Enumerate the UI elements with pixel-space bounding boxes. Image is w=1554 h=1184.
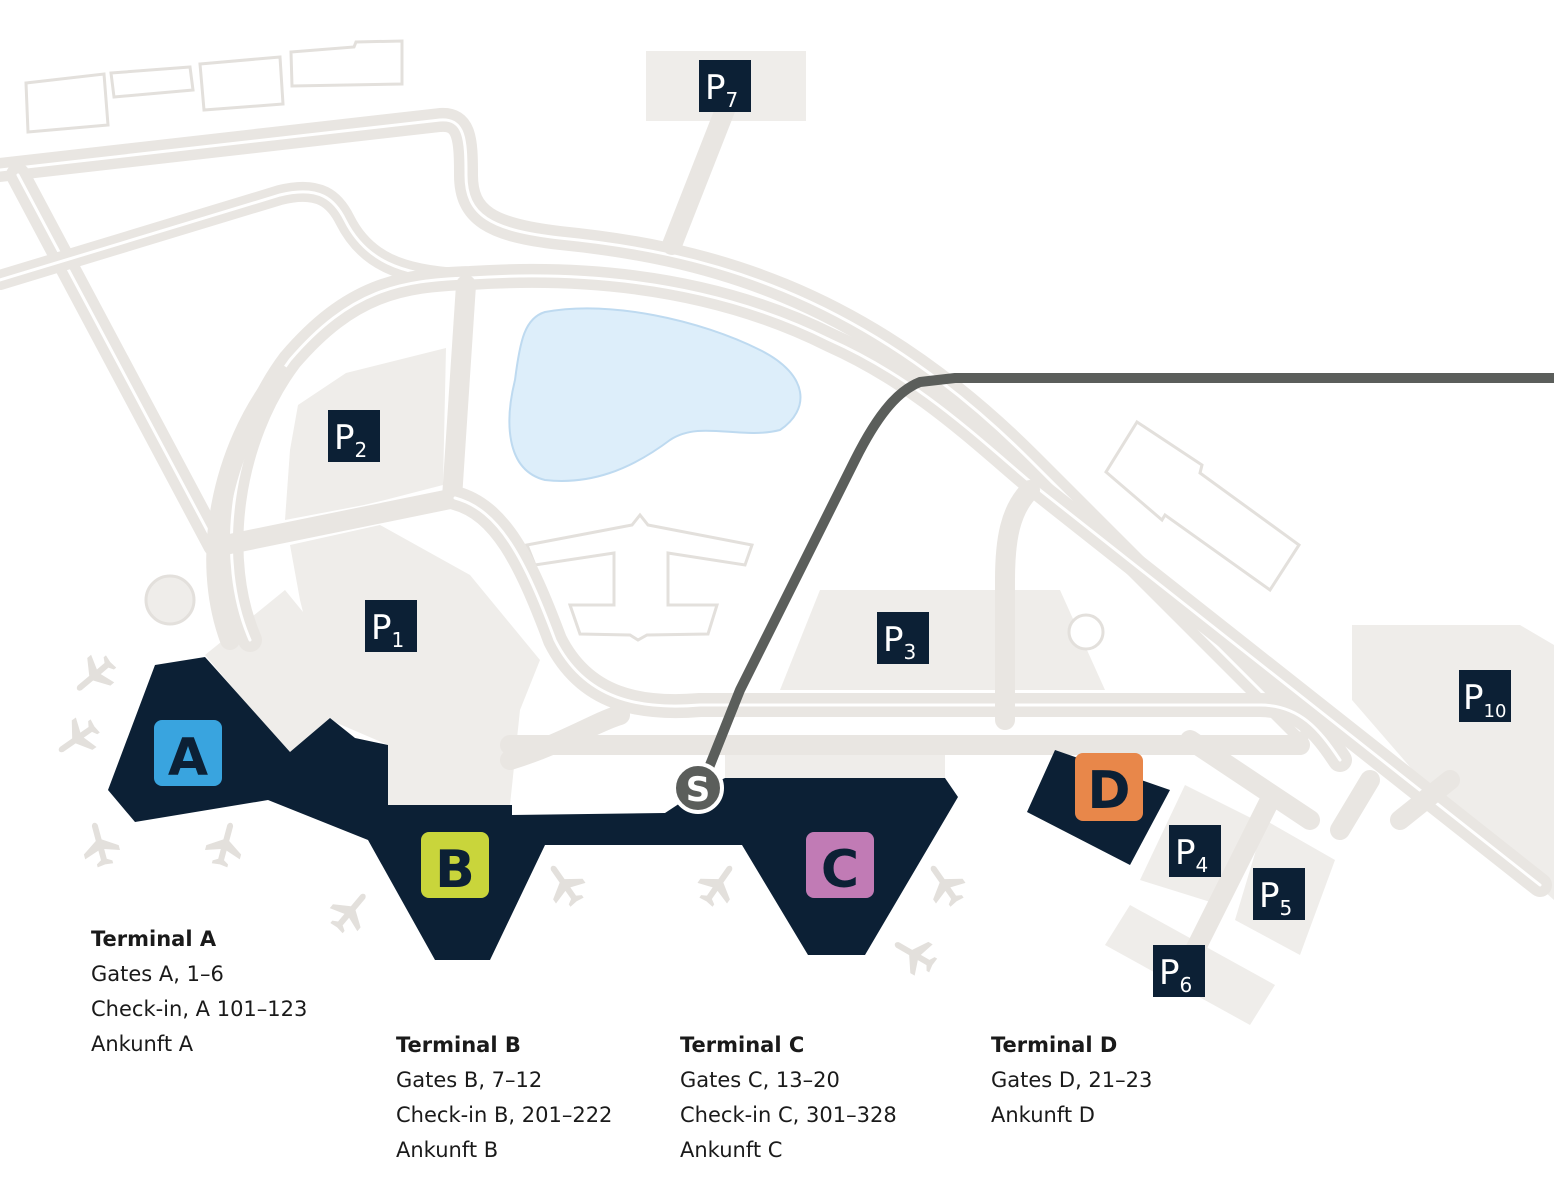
- svg-text:P4: P4: [1175, 833, 1208, 877]
- terminal-gates: Gates D, 21–23: [991, 1068, 1153, 1092]
- airplane-icon: [58, 717, 100, 753]
- parking-p5[interactable]: P5: [1253, 868, 1305, 920]
- parking-letter: P: [883, 620, 904, 660]
- parking-letter: P: [371, 608, 392, 648]
- s-bahn-line: [695, 373, 1554, 795]
- airplane-icon: [930, 865, 966, 907]
- parking-number: 2: [355, 438, 368, 462]
- airplane-icon: [205, 822, 242, 868]
- parking-sign: [877, 612, 929, 664]
- parking-sign: [328, 410, 380, 462]
- parking-sign: [365, 600, 417, 652]
- parking-number: 1: [392, 628, 405, 652]
- terminal-badge-a[interactable]: A: [154, 720, 222, 788]
- parking-letter: P: [334, 418, 355, 458]
- svg-text:P6: P6: [1159, 953, 1192, 997]
- terminal-gates: Gates B, 7–12: [396, 1068, 543, 1092]
- parking-number: 10: [1484, 701, 1507, 722]
- svg-text:P5: P5: [1259, 876, 1292, 920]
- buildings-east: [1104, 419, 1302, 593]
- terminal-gates: Gates A, 1–6: [91, 962, 224, 986]
- terminal-c-info: Terminal C Gates C, 13–20 Check-in C, 30…: [680, 1028, 897, 1168]
- terminal-checkin: Check-in C, 301–328: [680, 1103, 897, 1127]
- parking-sign: [1459, 670, 1511, 722]
- parking-number: 3: [904, 640, 917, 664]
- badge-bg: [806, 832, 874, 898]
- airplane-icon: [83, 822, 120, 868]
- s-bahn-station[interactable]: S: [672, 762, 724, 814]
- terminal-a-info: Terminal A Gates A, 1–6 Check-in, A 101–…: [91, 922, 307, 1062]
- airplane-icon: [894, 941, 938, 976]
- lake: [508, 307, 802, 482]
- terminal-checkin: Check-in, A 101–123: [91, 997, 308, 1021]
- terminal-arrival: Ankunft A: [91, 1032, 194, 1056]
- parking-p2[interactable]: P2: [328, 410, 380, 462]
- svg-text:P2: P2: [334, 418, 367, 462]
- map-areas: [144, 51, 1554, 1025]
- terminal-arrival: Ankunft D: [991, 1103, 1095, 1127]
- parking-letter: P: [1159, 953, 1180, 993]
- terminal-letter-b: B: [435, 840, 475, 900]
- parking-p4[interactable]: P4: [1169, 825, 1221, 877]
- parking-p1[interactable]: P1: [365, 600, 417, 652]
- terminal-arrival: Ankunft B: [396, 1138, 499, 1162]
- parking-letter: P: [705, 68, 726, 108]
- parking-sign: [1169, 825, 1221, 877]
- parking-number: 7: [726, 88, 739, 112]
- terminal-letter-c: C: [821, 840, 859, 900]
- terminal-title: Terminal C: [680, 1033, 805, 1057]
- airplane-icon: [329, 893, 366, 934]
- svg-text:P7: P7: [705, 68, 738, 112]
- parking-number: 5: [1280, 896, 1293, 920]
- svg-text:P1: P1: [371, 608, 404, 652]
- terminal-title: Terminal D: [991, 1033, 1118, 1057]
- terminal-badge-b[interactable]: B: [421, 832, 489, 900]
- s-bahn-label: S: [686, 770, 711, 810]
- terminal-d-info: Terminal D Gates D, 21–23 Ankunft D: [991, 1028, 1152, 1133]
- parking-sign: [699, 60, 751, 112]
- s-bahn-icon: [672, 762, 724, 814]
- terminal-letter-d: D: [1087, 761, 1130, 821]
- airplane-icon: [76, 654, 117, 691]
- svg-text:P10: P10: [1463, 678, 1506, 722]
- parking-sign: [1253, 868, 1305, 920]
- buildings-northwest: [24, 39, 404, 134]
- terminal-letter-a: A: [168, 728, 208, 788]
- parking-number: 6: [1180, 973, 1193, 997]
- parking-p3[interactable]: P3: [877, 612, 929, 664]
- parking-number: 4: [1196, 853, 1209, 877]
- parking-p10[interactable]: P10: [1459, 670, 1511, 722]
- terminal-badge-d[interactable]: D: [1075, 753, 1143, 821]
- airplane-icons: [58, 654, 966, 976]
- parking-p7[interactable]: P7: [699, 60, 751, 112]
- roads: [0, 100, 1552, 970]
- parking-letter: P: [1463, 678, 1484, 718]
- badge-bg: [421, 832, 489, 898]
- parking-letter: P: [1259, 876, 1280, 916]
- terminal-b-info: Terminal B Gates B, 7–12 Check-in B, 201…: [396, 1028, 612, 1168]
- airplane-icon: [697, 865, 733, 907]
- parking-sign: [1153, 945, 1205, 997]
- terminal-checkin: Check-in B, 201–222: [396, 1103, 613, 1127]
- badge-bg: [1075, 753, 1143, 821]
- parking-p6[interactable]: P6: [1153, 945, 1205, 997]
- terminal-badge-c[interactable]: C: [806, 832, 874, 900]
- badge-bg: [154, 720, 222, 786]
- terminal-arrival: Ankunft C: [680, 1138, 783, 1162]
- terminal-title: Terminal B: [396, 1033, 521, 1057]
- parking-letter: P: [1175, 833, 1196, 873]
- terminal-title: Terminal A: [91, 927, 217, 951]
- svg-text:P3: P3: [883, 620, 916, 664]
- airplane-icon: [550, 865, 586, 907]
- terminal-gates: Gates C, 13–20: [680, 1068, 840, 1092]
